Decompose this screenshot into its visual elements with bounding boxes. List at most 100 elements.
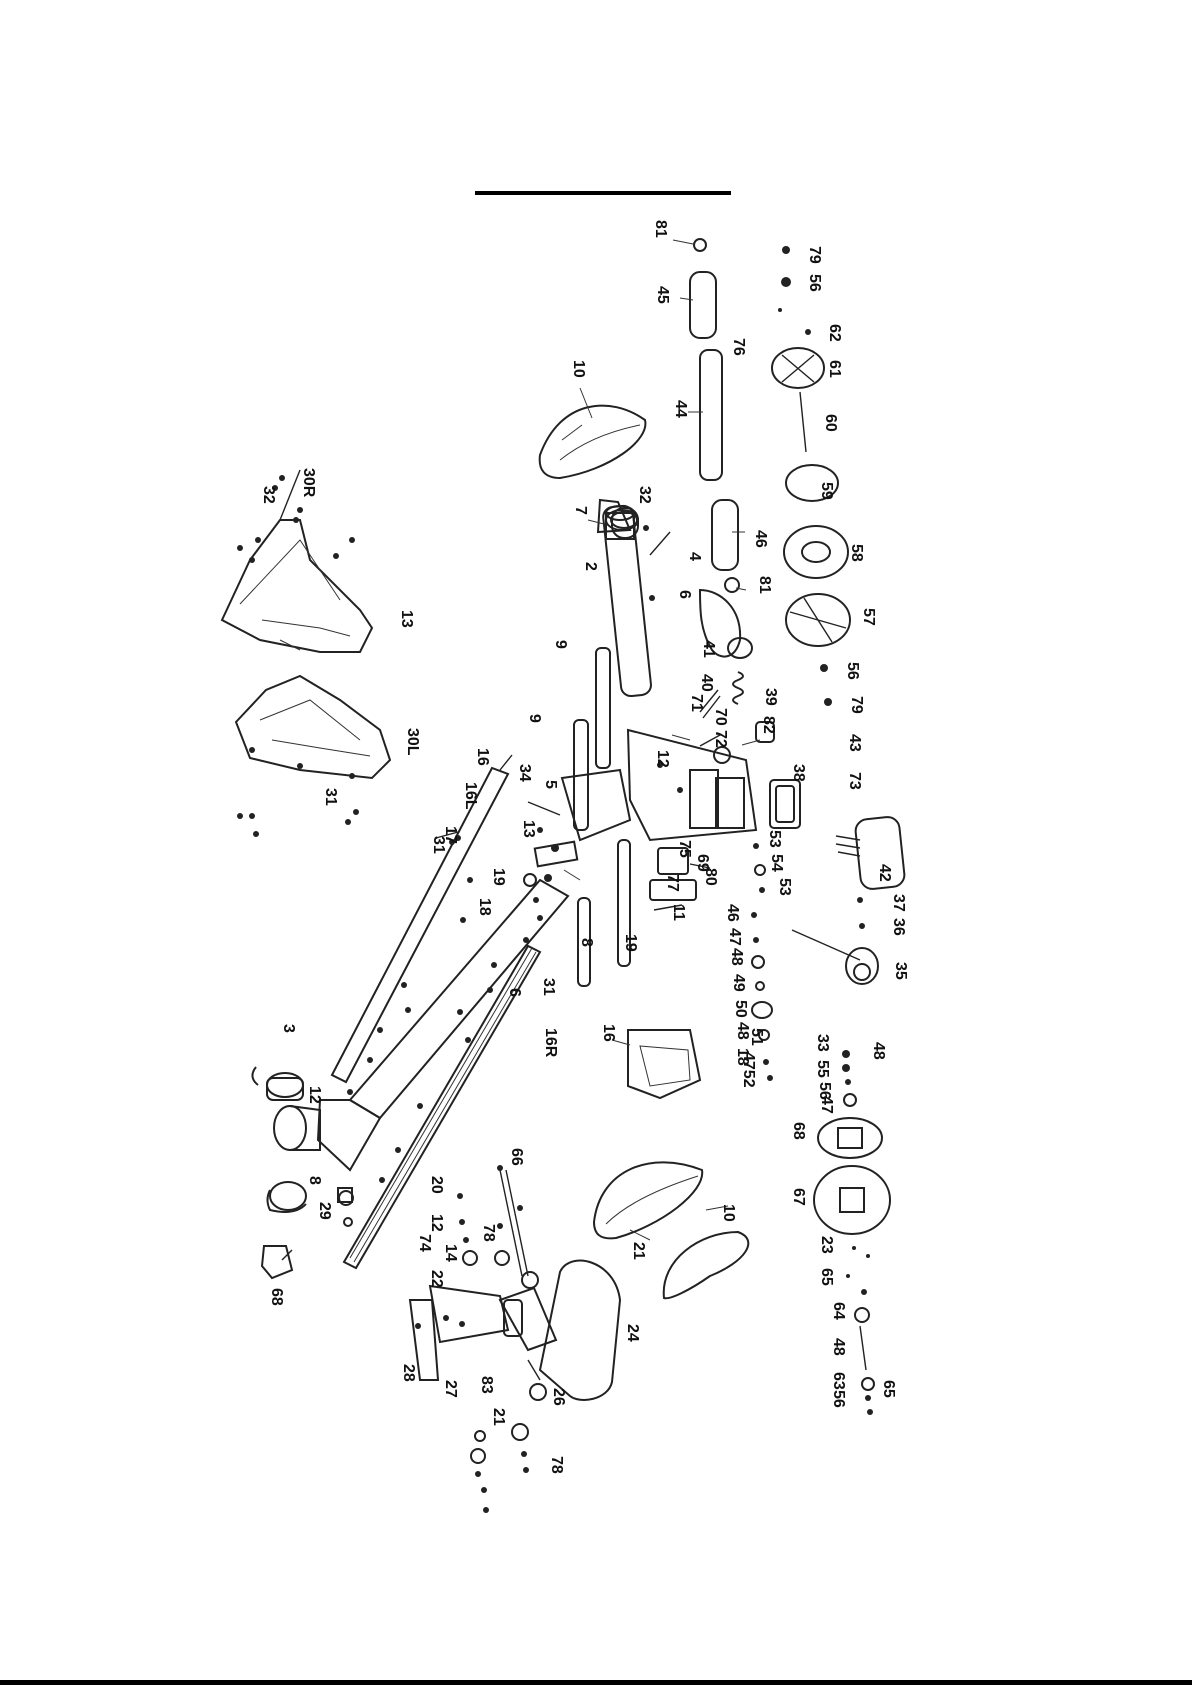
part-label: 13 bbox=[398, 610, 415, 628]
part-label: 16L bbox=[462, 782, 479, 810]
hardware-cluster bbox=[523, 801, 579, 921]
page-bottom-edge bbox=[0, 1680, 1192, 1685]
part-label: 50 bbox=[732, 1000, 749, 1018]
part-label: 53 bbox=[776, 878, 793, 896]
part-label: 57 bbox=[860, 608, 877, 626]
cover-30R bbox=[234, 674, 392, 780]
part-label: 65 bbox=[818, 1268, 835, 1286]
part-label: 12 bbox=[428, 1214, 445, 1232]
part-label: 47 bbox=[726, 928, 743, 946]
part-label: 70 bbox=[712, 708, 729, 726]
part-label: 81 bbox=[756, 576, 773, 594]
part-label: 56 bbox=[830, 1390, 847, 1408]
part-label: 43 bbox=[846, 734, 863, 752]
clamp-38 bbox=[769, 779, 801, 829]
part-label: 9 bbox=[526, 714, 543, 723]
part-label: 65 bbox=[880, 1380, 897, 1398]
part-label: 79 bbox=[806, 246, 823, 264]
part-label: 60 bbox=[822, 414, 839, 432]
part-label: 46 bbox=[752, 530, 769, 548]
part-label: 10 bbox=[720, 1204, 737, 1222]
part-label: 29 bbox=[316, 1202, 333, 1220]
bolt-series bbox=[347, 839, 529, 1183]
part-label: 6 bbox=[676, 590, 693, 599]
part-label: 61 bbox=[826, 360, 843, 378]
part-label: 4 bbox=[686, 552, 703, 561]
rods-9 bbox=[573, 647, 631, 987]
part-label: 16R bbox=[542, 1028, 559, 1058]
part-label: 78 bbox=[548, 1456, 565, 1474]
part-label: 41 bbox=[700, 640, 717, 658]
part-label: 68 bbox=[790, 1122, 807, 1140]
part-label: 48 bbox=[728, 948, 745, 966]
rod-20 bbox=[497, 1165, 529, 1277]
part-label: 33 bbox=[814, 1034, 831, 1052]
leader-lines bbox=[561, 424, 761, 1241]
washers-53-54 bbox=[753, 843, 766, 893]
part-label: 31 bbox=[430, 836, 447, 854]
part-label: 36 bbox=[890, 918, 907, 936]
seat-lower bbox=[592, 1161, 750, 1300]
part-label: 3 bbox=[280, 1024, 297, 1033]
part-label: 47 bbox=[818, 1096, 835, 1114]
part-label: 68 bbox=[268, 1288, 285, 1306]
part-label: 4752 bbox=[740, 1052, 757, 1088]
part-label: 77 bbox=[664, 874, 681, 892]
part-label: 67 bbox=[790, 1188, 807, 1206]
cover-30L bbox=[220, 469, 374, 653]
part-label: 64 bbox=[830, 1302, 847, 1320]
part-label: 22 bbox=[428, 1270, 445, 1288]
cover-33 bbox=[627, 1029, 702, 1100]
part-label: 13 bbox=[520, 820, 537, 838]
part-label: 18 bbox=[734, 1048, 751, 1066]
washer-chain bbox=[751, 912, 773, 1081]
part-label: 16 bbox=[474, 748, 491, 766]
part-label: 56 bbox=[816, 1082, 833, 1100]
frame-tube-3 bbox=[273, 878, 570, 1206]
parts-13-29 bbox=[337, 1187, 353, 1227]
left-washers bbox=[457, 1193, 539, 1289]
part-label: 30R bbox=[300, 468, 317, 498]
part-label: 24 bbox=[624, 1324, 641, 1342]
brackets-69-75 bbox=[649, 847, 711, 911]
bushing-7-upper bbox=[605, 505, 635, 540]
seat-upper bbox=[538, 387, 647, 480]
part-label: 54 bbox=[768, 854, 785, 872]
part-label: 63 bbox=[830, 1372, 847, 1390]
part-label: 46 bbox=[724, 904, 741, 922]
part-label: 8 bbox=[306, 1176, 323, 1185]
part-label: 28 bbox=[400, 1364, 417, 1382]
part-label: 40 bbox=[698, 674, 715, 692]
rail-16L bbox=[330, 754, 513, 1084]
part-label: 32 bbox=[260, 486, 277, 504]
part-label: 12 bbox=[654, 750, 671, 768]
part-label: 76 bbox=[730, 338, 747, 356]
bottom-washers bbox=[470, 1359, 547, 1513]
part-label: 62 bbox=[826, 324, 843, 342]
part-label: 79 bbox=[848, 696, 865, 714]
part-label: 56 bbox=[844, 662, 861, 680]
part-label: 71 bbox=[688, 694, 705, 712]
part-label: 48 bbox=[734, 1022, 751, 1040]
part-label: 53 bbox=[766, 830, 783, 848]
part-label: 8 bbox=[578, 938, 595, 947]
part-label: 2 bbox=[582, 562, 599, 571]
part-label: 78 bbox=[480, 1224, 497, 1242]
part-label: 56 bbox=[806, 274, 823, 292]
part-label: 9 bbox=[552, 640, 569, 649]
part-label: 37 bbox=[890, 894, 907, 912]
part-label: 16 bbox=[600, 1024, 617, 1042]
part-label: 44 bbox=[672, 400, 689, 418]
part-label: 72 bbox=[712, 730, 729, 748]
part-label: 59 bbox=[818, 482, 835, 500]
part-label: 38 bbox=[790, 764, 807, 782]
part-label: 34 bbox=[516, 764, 533, 782]
part-label: 21 bbox=[630, 1242, 647, 1260]
bolt-knob-35 bbox=[791, 897, 879, 985]
part-label: 21 bbox=[490, 1408, 507, 1426]
part-label: 48 bbox=[870, 1042, 887, 1060]
part-label: 49 bbox=[730, 974, 747, 992]
title-underline bbox=[475, 191, 731, 195]
